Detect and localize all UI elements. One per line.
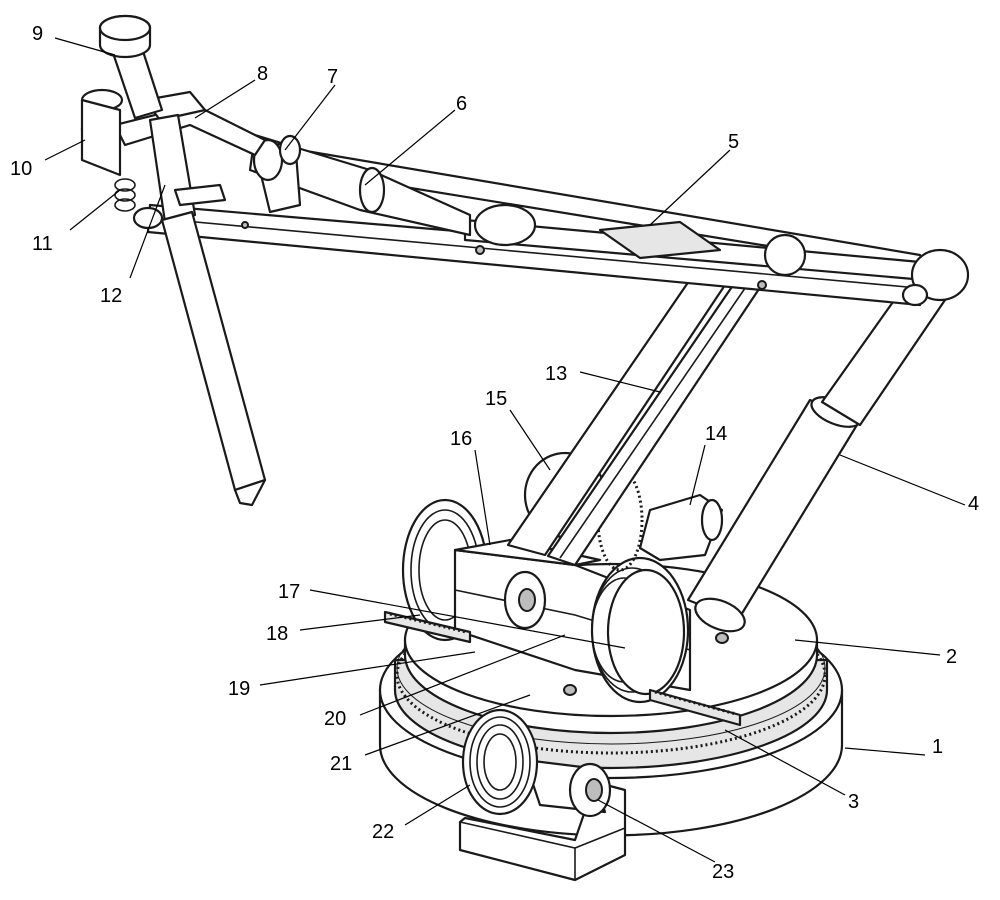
- leader-12: [129, 184, 166, 279]
- leader-7: [284, 84, 336, 151]
- leader-14: [689, 444, 706, 506]
- turntable-details: [563, 632, 729, 696]
- probe-rod: [160, 210, 267, 507]
- leader-1: [844, 747, 926, 756]
- leader-10: [44, 139, 86, 161]
- callout-19: 19: [228, 678, 250, 700]
- callout-13: 13: [545, 363, 567, 385]
- guide-rails: [383, 610, 742, 727]
- leader-13: [579, 371, 661, 393]
- callout-11: 11: [32, 233, 53, 255]
- callout-4: 4: [968, 493, 979, 515]
- callout-14: 14: [705, 423, 727, 445]
- callout-16: 16: [450, 428, 472, 450]
- leader-lines: [44, 37, 966, 863]
- link-6: [248, 133, 472, 237]
- end-effector: [80, 88, 267, 230]
- leader-23: [597, 799, 716, 863]
- callout-22: 22: [372, 821, 394, 843]
- leader-19: [259, 651, 476, 686]
- leader-16: [474, 449, 491, 546]
- callout-15: 15: [485, 388, 507, 410]
- callout-7: 7: [327, 66, 338, 88]
- leader-3: [724, 729, 846, 796]
- callout-9: 9: [32, 23, 43, 45]
- joint-7: [252, 134, 302, 214]
- callout-20: 20: [324, 708, 346, 730]
- cylinder-4: [686, 283, 947, 633]
- leader-8: [194, 79, 256, 119]
- lower-arm: [506, 263, 767, 567]
- motor-14: [638, 493, 724, 562]
- callout-1: 1: [932, 736, 943, 758]
- callout-10: 10: [10, 158, 32, 180]
- callout-18: 18: [266, 623, 288, 645]
- leader-21: [364, 694, 531, 756]
- tool-handle-9: [98, 14, 164, 120]
- leader-20: [359, 634, 566, 716]
- upper-drive-assembly: [401, 498, 692, 704]
- callout-6: 6: [456, 93, 467, 115]
- leader-15: [509, 409, 551, 471]
- leader-11: [69, 189, 121, 231]
- callout-17: 17: [278, 581, 300, 603]
- callout-labels: 1 2 3 4 5 6 7 8 9 10 11 12 13 14 15 16 1…: [10, 23, 979, 883]
- callout-21: 21: [330, 753, 352, 775]
- leader-17: [309, 589, 626, 649]
- leader-2: [794, 639, 941, 656]
- leader-5: [649, 149, 731, 226]
- callout-12: 12: [100, 285, 122, 307]
- leader-9: [54, 37, 116, 56]
- callout-23: 23: [712, 861, 734, 883]
- callout-8: 8: [257, 63, 268, 85]
- callout-3: 3: [848, 791, 859, 813]
- leader-6: [364, 109, 456, 186]
- leader-18: [299, 614, 421, 631]
- callout-5: 5: [728, 131, 739, 153]
- callout-2: 2: [946, 646, 957, 668]
- leader-22: [404, 784, 471, 826]
- bottom-drive-motor: [458, 708, 627, 882]
- leader-4: [839, 454, 966, 506]
